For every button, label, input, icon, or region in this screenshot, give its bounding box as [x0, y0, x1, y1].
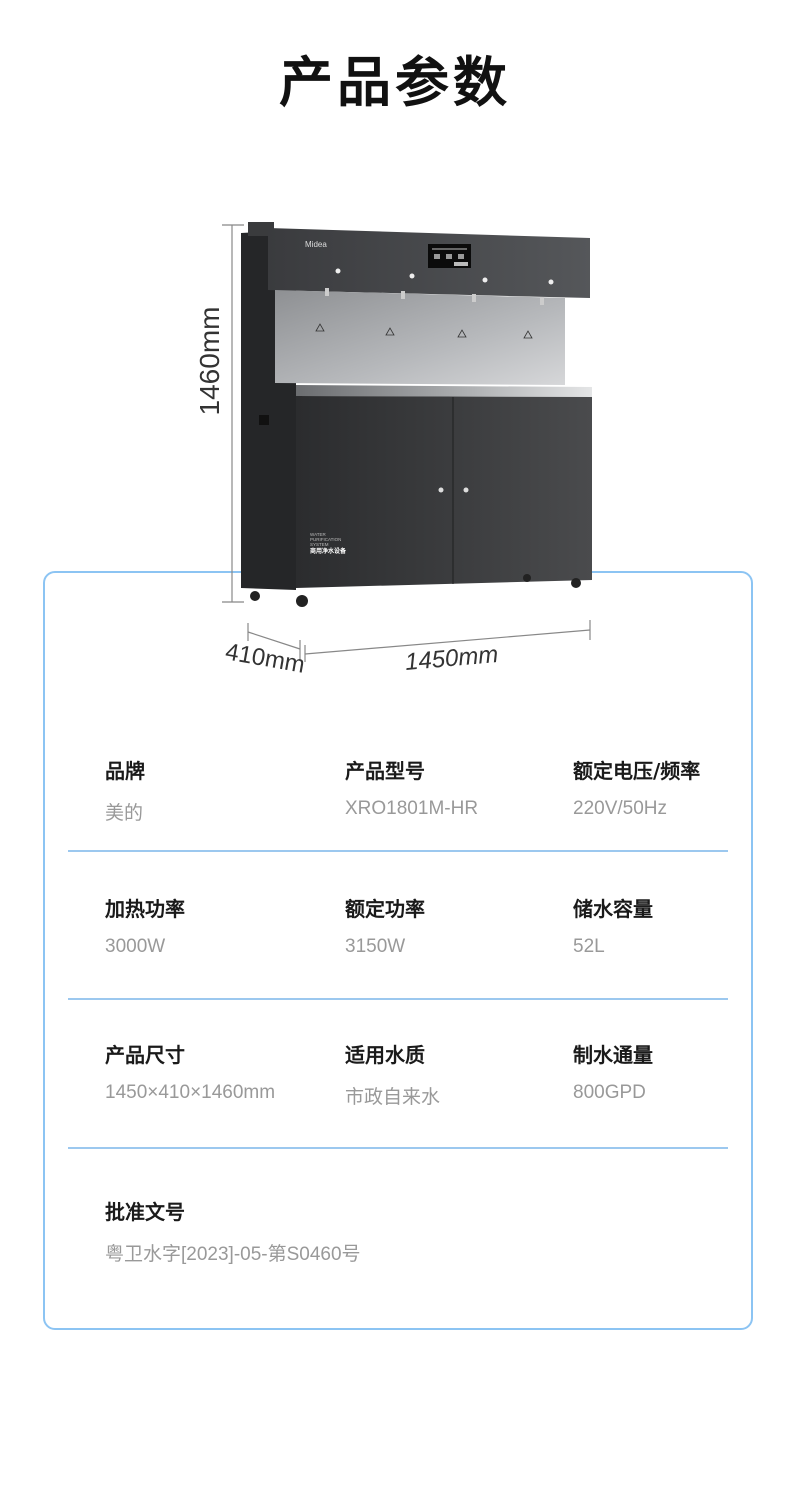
spec-row-4: 批准文号 粤卫水字[2023]-05-第S0460号 [68, 1196, 728, 1276]
spec-label: 加热功率 [105, 897, 185, 921]
spec-value: 市政自来水 [345, 1087, 441, 1108]
spec-value: 1450×410×1460mm [105, 1082, 276, 1103]
spec-label: 储水容量 [573, 897, 653, 921]
row-divider [68, 850, 728, 852]
spec-value: 粤卫水字[2023]-05-第S0460号 [105, 1244, 361, 1265]
spec-heating-power: 加热功率 3000W [105, 893, 185, 958]
height-dimension-label: 1460mm [194, 306, 225, 416]
spec-row-2: 加热功率 3000W 额定功率 3150W 储水容量 52L [68, 893, 728, 1000]
svg-text:Midea: Midea [305, 240, 327, 249]
spec-value: XRO1801M-HR [345, 798, 479, 819]
spec-value: 800GPD [573, 1082, 646, 1103]
spec-voltage: 额定电压/频率 220V/50Hz [573, 755, 700, 820]
spec-row-1: 品牌 美的 产品型号 XRO1801M-HR 额定电压/频率 220V/50Hz [68, 755, 728, 852]
spec-model: 产品型号 XRO1801M-HR [345, 755, 478, 820]
spec-label: 批准文号 [105, 1200, 185, 1224]
spec-row-3: 产品尺寸 1450×410×1460mm 适用水质 市政自来水 制水通量 800… [68, 1039, 728, 1149]
spec-value: 52L [573, 936, 605, 957]
spec-label: 产品尺寸 [105, 1043, 185, 1067]
spec-value: 3000W [105, 936, 166, 957]
spec-label: 额定电压/频率 [573, 759, 701, 783]
svg-text:SYSTEM: SYSTEM [310, 542, 329, 547]
spec-dimensions: 产品尺寸 1450×410×1460mm [105, 1039, 275, 1104]
spec-brand: 品牌 美的 [105, 755, 145, 825]
page-title: 产品参数 [279, 51, 511, 114]
svg-text:WATER: WATER [310, 532, 326, 537]
spec-value: 3150W [345, 936, 406, 957]
spec-rated-power: 额定功率 3150W [345, 893, 425, 958]
spec-label: 产品型号 [345, 759, 425, 783]
spec-label: 额定功率 [345, 897, 425, 921]
spec-card [43, 571, 753, 1330]
spec-flow-rate: 制水通量 800GPD [573, 1039, 653, 1104]
row-divider [68, 1147, 728, 1149]
row-divider [68, 998, 728, 1000]
spec-value: 220V/50Hz [573, 798, 668, 819]
spec-label: 适用水质 [345, 1043, 425, 1067]
spec-label: 品牌 [105, 759, 145, 783]
svg-text:PURIFICATION: PURIFICATION [310, 537, 341, 542]
spec-value: 美的 [105, 803, 144, 824]
svg-text:商用净水设备: 商用净水设备 [310, 547, 347, 555]
spec-approval-number: 批准文号 粤卫水字[2023]-05-第S0460号 [105, 1196, 361, 1266]
spec-label: 制水通量 [573, 1043, 653, 1067]
spec-water-quality: 适用水质 市政自来水 [345, 1039, 440, 1109]
spec-storage-capacity: 储水容量 52L [573, 893, 653, 958]
